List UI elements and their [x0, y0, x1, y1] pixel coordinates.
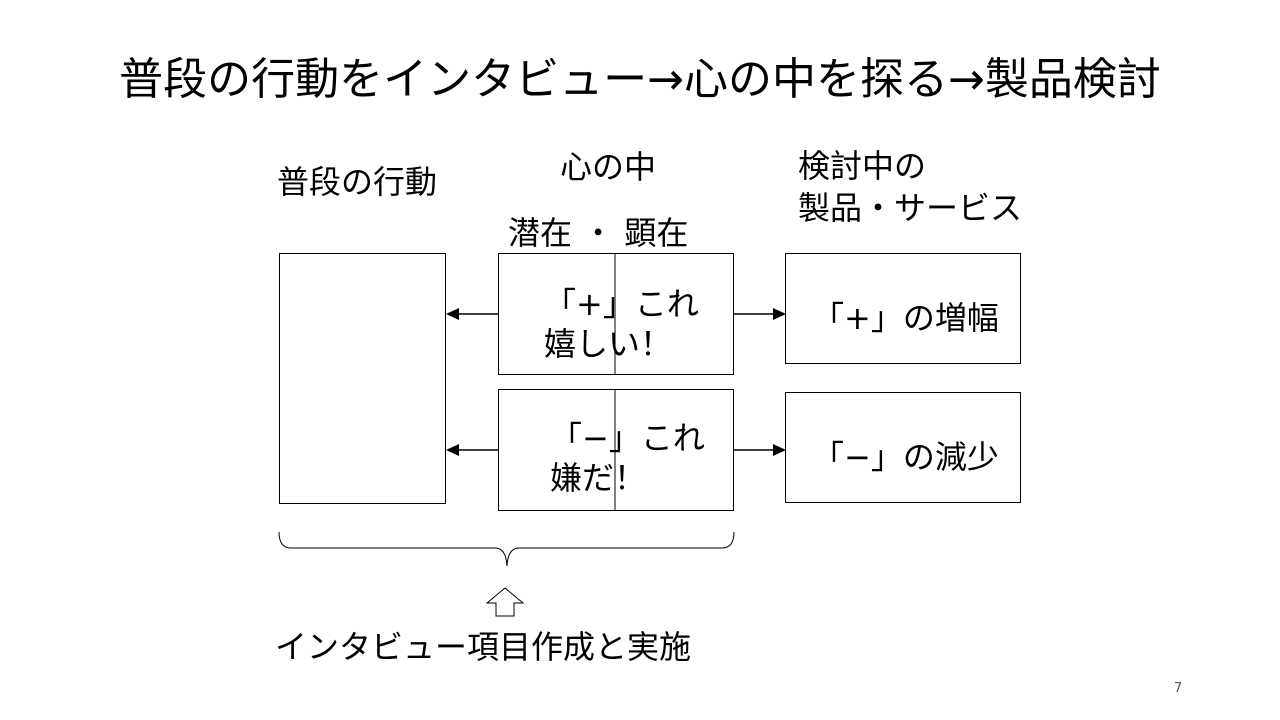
product-heading-line2: 製品・サービス: [798, 189, 1023, 227]
bottom-brace: [278, 531, 735, 567]
page-number: 7: [1174, 681, 1183, 696]
product-heading-line1: 検討中の: [798, 147, 927, 185]
product-negative-text: 「−」の減少: [812, 438, 999, 476]
up-arrow-icon: [485, 587, 525, 617]
arrowhead-left-icon: [446, 444, 459, 456]
arrowhead-right-icon: [773, 308, 786, 320]
mind-negative-text: 「−」これ 嫌だ！: [550, 419, 705, 497]
mind-subheading: 潜在 ・ 顕在: [508, 214, 689, 252]
product-positive-text: 「+」の増幅: [812, 299, 999, 337]
mind-positive-text: 「+」これ 嬉しい！: [544, 285, 699, 363]
product-positive-box: [785, 253, 1021, 364]
mind-positive-box: [498, 253, 734, 375]
behavior-box: [279, 253, 446, 504]
mind-negative-box: [498, 389, 734, 511]
product-negative-box: [785, 392, 1021, 503]
slide-title: 普段の行動をインタビュー→心の中を探る→製品検討: [119, 54, 1161, 105]
behavior-heading: 普段の行動: [277, 163, 438, 201]
arrowhead-right-icon: [773, 444, 786, 456]
mind-heading: 心の中: [560, 148, 657, 186]
arrowhead-left-icon: [446, 308, 459, 320]
bottom-label: インタビュー項目作成と実施: [275, 628, 692, 666]
